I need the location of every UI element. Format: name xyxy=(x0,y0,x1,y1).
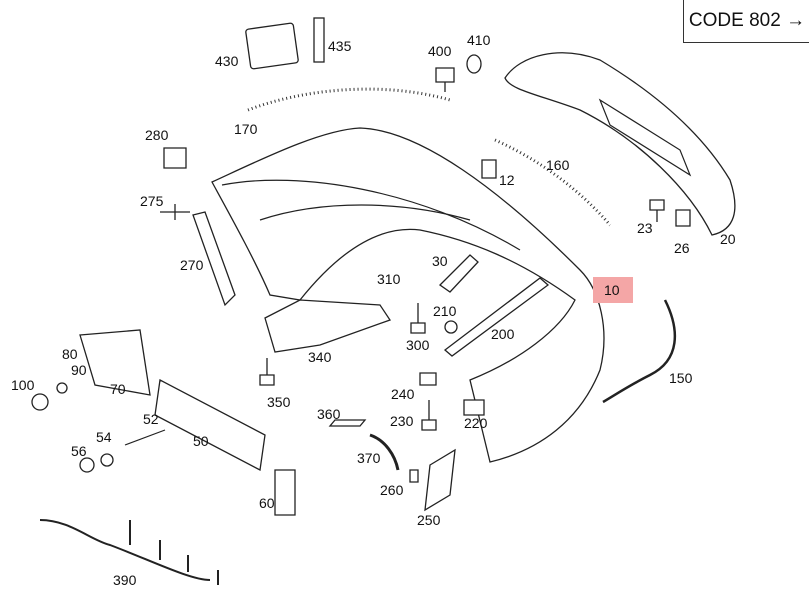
part-230-screw xyxy=(421,400,437,431)
part-54-washer xyxy=(100,453,114,467)
label-340[interactable]: 340 xyxy=(308,349,332,365)
part-170-trim xyxy=(247,87,451,112)
part-360-pad xyxy=(328,419,367,427)
part-370-strip xyxy=(369,433,400,471)
label-435[interactable]: 435 xyxy=(328,38,352,54)
label-100[interactable]: 100 xyxy=(11,377,35,393)
label-220[interactable]: 220 xyxy=(464,415,488,431)
label-430[interactable]: 430 xyxy=(215,53,239,69)
part-23-screw xyxy=(649,199,665,222)
part-300-screw xyxy=(410,303,426,334)
callout-labels: 430 435 400 410 170 280 160 12 275 23 26… xyxy=(11,32,736,588)
part-430-module xyxy=(245,22,299,70)
label-370[interactable]: 370 xyxy=(357,450,381,466)
part-10-bumper-cover[interactable] xyxy=(211,127,605,463)
label-60[interactable]: 60 xyxy=(259,495,275,511)
part-210-grommet xyxy=(444,320,458,334)
label-210[interactable]: 210 xyxy=(433,303,457,319)
part-340-panel xyxy=(264,299,392,353)
label-350[interactable]: 350 xyxy=(267,394,291,410)
highlight-part-10 xyxy=(593,277,633,303)
label-410[interactable]: 410 xyxy=(467,32,491,48)
part-260-screw xyxy=(409,469,419,483)
label-240[interactable]: 240 xyxy=(391,386,415,402)
part-220-cap xyxy=(463,399,485,416)
label-50[interactable]: 50 xyxy=(193,433,209,449)
part-200-strip xyxy=(443,277,550,357)
part-250-flap xyxy=(424,448,456,512)
label-170[interactable]: 170 xyxy=(234,121,258,137)
label-80[interactable]: 80 xyxy=(62,346,78,362)
part-12-clip xyxy=(481,159,497,179)
label-200[interactable]: 200 xyxy=(491,326,515,342)
part-20-diffuser xyxy=(504,52,736,236)
code-802-link[interactable]: CODE 802 → xyxy=(683,0,809,43)
part-160-trim xyxy=(494,138,612,226)
code-label: CODE 802 xyxy=(688,10,781,31)
label-150[interactable]: 150 xyxy=(669,370,693,386)
label-300[interactable]: 300 xyxy=(406,337,430,353)
label-10[interactable]: 10 xyxy=(604,282,620,298)
label-12[interactable]: 12 xyxy=(499,172,515,188)
label-360[interactable]: 360 xyxy=(317,406,341,422)
part-410-ring xyxy=(466,54,482,74)
part-240-nut xyxy=(419,372,437,386)
part-150-trim xyxy=(602,299,677,404)
part-100-nut xyxy=(31,393,49,411)
part-50-beam xyxy=(154,378,266,472)
label-250[interactable]: 250 xyxy=(417,512,441,528)
label-20[interactable]: 20 xyxy=(720,231,736,247)
label-52[interactable]: 52 xyxy=(143,411,159,427)
label-90[interactable]: 90 xyxy=(71,362,87,378)
label-70[interactable]: 70 xyxy=(110,381,126,397)
part-400-sensor xyxy=(435,67,455,92)
part-60-bracket xyxy=(274,469,296,516)
label-275[interactable]: 275 xyxy=(140,193,164,209)
part-56-nut xyxy=(79,457,95,473)
label-54[interactable]: 54 xyxy=(96,429,112,445)
part-280-clip xyxy=(163,147,187,169)
label-270[interactable]: 270 xyxy=(180,257,204,273)
label-400[interactable]: 400 xyxy=(428,43,452,59)
label-26[interactable]: 26 xyxy=(674,240,690,256)
label-280[interactable]: 280 xyxy=(145,127,169,143)
part-390-harness xyxy=(39,519,219,585)
label-310[interactable]: 310 xyxy=(377,271,401,287)
part-90-washer xyxy=(56,382,68,394)
part-52-bolt xyxy=(124,429,166,446)
part-350-screw xyxy=(259,358,275,386)
part-30-bracket xyxy=(438,254,479,293)
label-56[interactable]: 56 xyxy=(71,443,87,459)
label-30[interactable]: 30 xyxy=(432,253,448,269)
part-275-clip xyxy=(160,204,190,220)
part-70-bracket xyxy=(79,329,151,396)
arrow-right-icon: → xyxy=(786,10,806,31)
part-435-strip xyxy=(313,17,325,63)
part-270-bracket xyxy=(192,211,236,307)
label-260[interactable]: 260 xyxy=(380,482,404,498)
label-390[interactable]: 390 xyxy=(113,572,137,588)
label-23[interactable]: 23 xyxy=(637,220,653,236)
label-230[interactable]: 230 xyxy=(390,413,414,429)
part-26-nut xyxy=(675,209,691,227)
label-160[interactable]: 160 xyxy=(546,157,570,173)
